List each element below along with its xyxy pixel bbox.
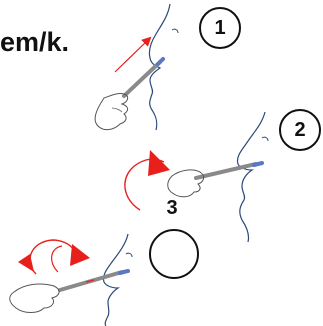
hand-icon (9, 283, 60, 313)
eye-icon (171, 28, 179, 34)
hand-icon (167, 169, 205, 198)
eye-icon (125, 252, 133, 258)
rotate-arrow-head (18, 254, 34, 272)
insert-arrow-icon (114, 36, 152, 73)
rotate-arrow-head (70, 244, 90, 266)
hand-icon (94, 93, 129, 131)
step-2-circle (279, 109, 321, 151)
step-3-number: 3 (166, 197, 178, 219)
step-3-circle (149, 229, 199, 279)
nasal-swab-icon (122, 60, 162, 98)
swab-tip (252, 161, 264, 167)
eye-icon (261, 136, 269, 142)
step-1-illustration (94, 3, 241, 131)
face-profile-icon (236, 111, 266, 243)
step-1-number: 1 (214, 17, 226, 39)
step-1-circle (199, 7, 241, 49)
step-2-number: 2 (294, 119, 306, 141)
rotate-arrow-head (148, 150, 170, 176)
heading-text: em/k. (0, 27, 70, 57)
nasal-swab-icon (194, 162, 258, 180)
face-profile-icon (148, 3, 171, 131)
face-profile-icon (102, 233, 129, 326)
step-2-illustration (124, 109, 321, 243)
swab-tip (156, 57, 165, 66)
step-3-illustration (9, 229, 199, 326)
swab-tip (118, 269, 130, 275)
